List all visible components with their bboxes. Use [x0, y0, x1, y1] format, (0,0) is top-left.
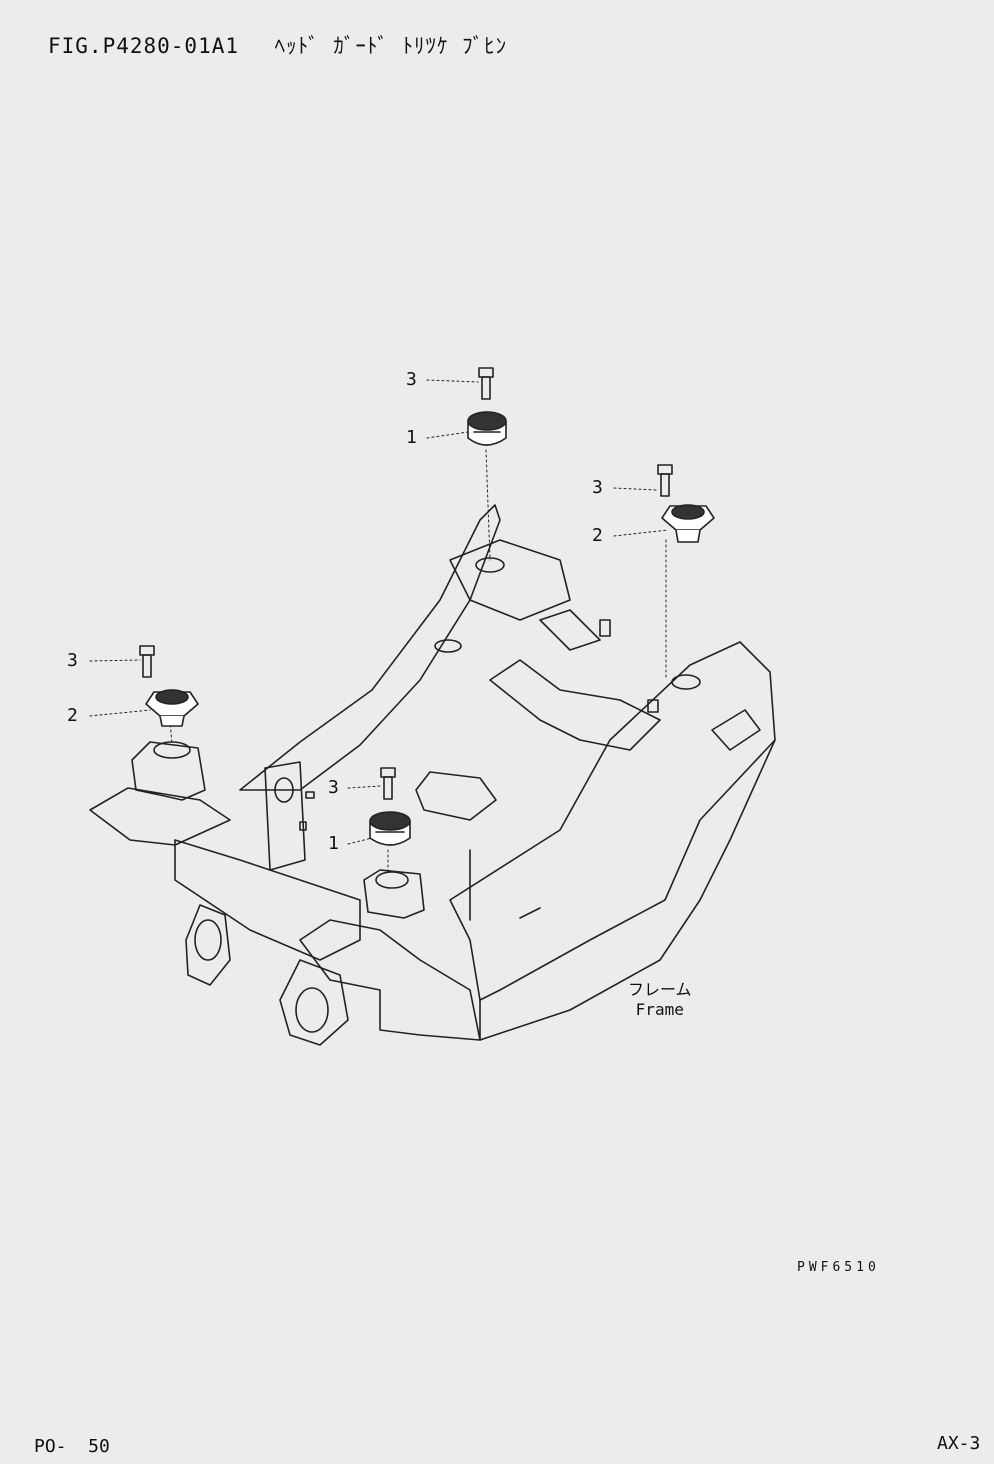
frame-body [89, 504, 776, 1046]
page-number: PO- 50 [34, 1436, 110, 1457]
bolt-top [478, 367, 494, 400]
figure-title-bar: FIG.P4280-01A1 ﾍｯﾄﾞ ｶﾞｰﾄﾞ ﾄﾘﾂｹ ﾌﾞﾋﾝ [48, 30, 529, 60]
callout-2-left: 2 [67, 705, 78, 726]
frame-label-en: Frame [635, 1000, 684, 1019]
figure-title: ﾍｯﾄﾞ ｶﾞｰﾄﾞ ﾄﾘﾂｹ ﾌﾞﾋﾝ [274, 34, 508, 58]
leader-lines [89, 379, 669, 876]
figure-number: FIG.P4280-01A1 [48, 34, 240, 58]
section-number: AX-3 [937, 1433, 981, 1454]
mount-left [145, 689, 199, 727]
mount-center [369, 811, 411, 846]
bolt-center [380, 767, 396, 800]
frame-label-jp: フレーム [628, 980, 692, 999]
drawing-code: PWF6510 [797, 1260, 880, 1275]
callout-1-center: 1 [328, 833, 339, 854]
bolt-left [139, 645, 155, 678]
callout-3-center: 3 [328, 777, 339, 798]
callout-3-right: 3 [592, 477, 603, 498]
mount-right [661, 504, 715, 543]
bolt-right [657, 464, 673, 497]
mount-top [467, 411, 507, 446]
callout-3-left: 3 [67, 650, 78, 671]
callout-2-right: 2 [592, 525, 603, 546]
callout-3-top: 3 [406, 369, 417, 390]
callout-1-top: 1 [406, 427, 417, 448]
frame-label: フレーム Frame [628, 980, 692, 1020]
